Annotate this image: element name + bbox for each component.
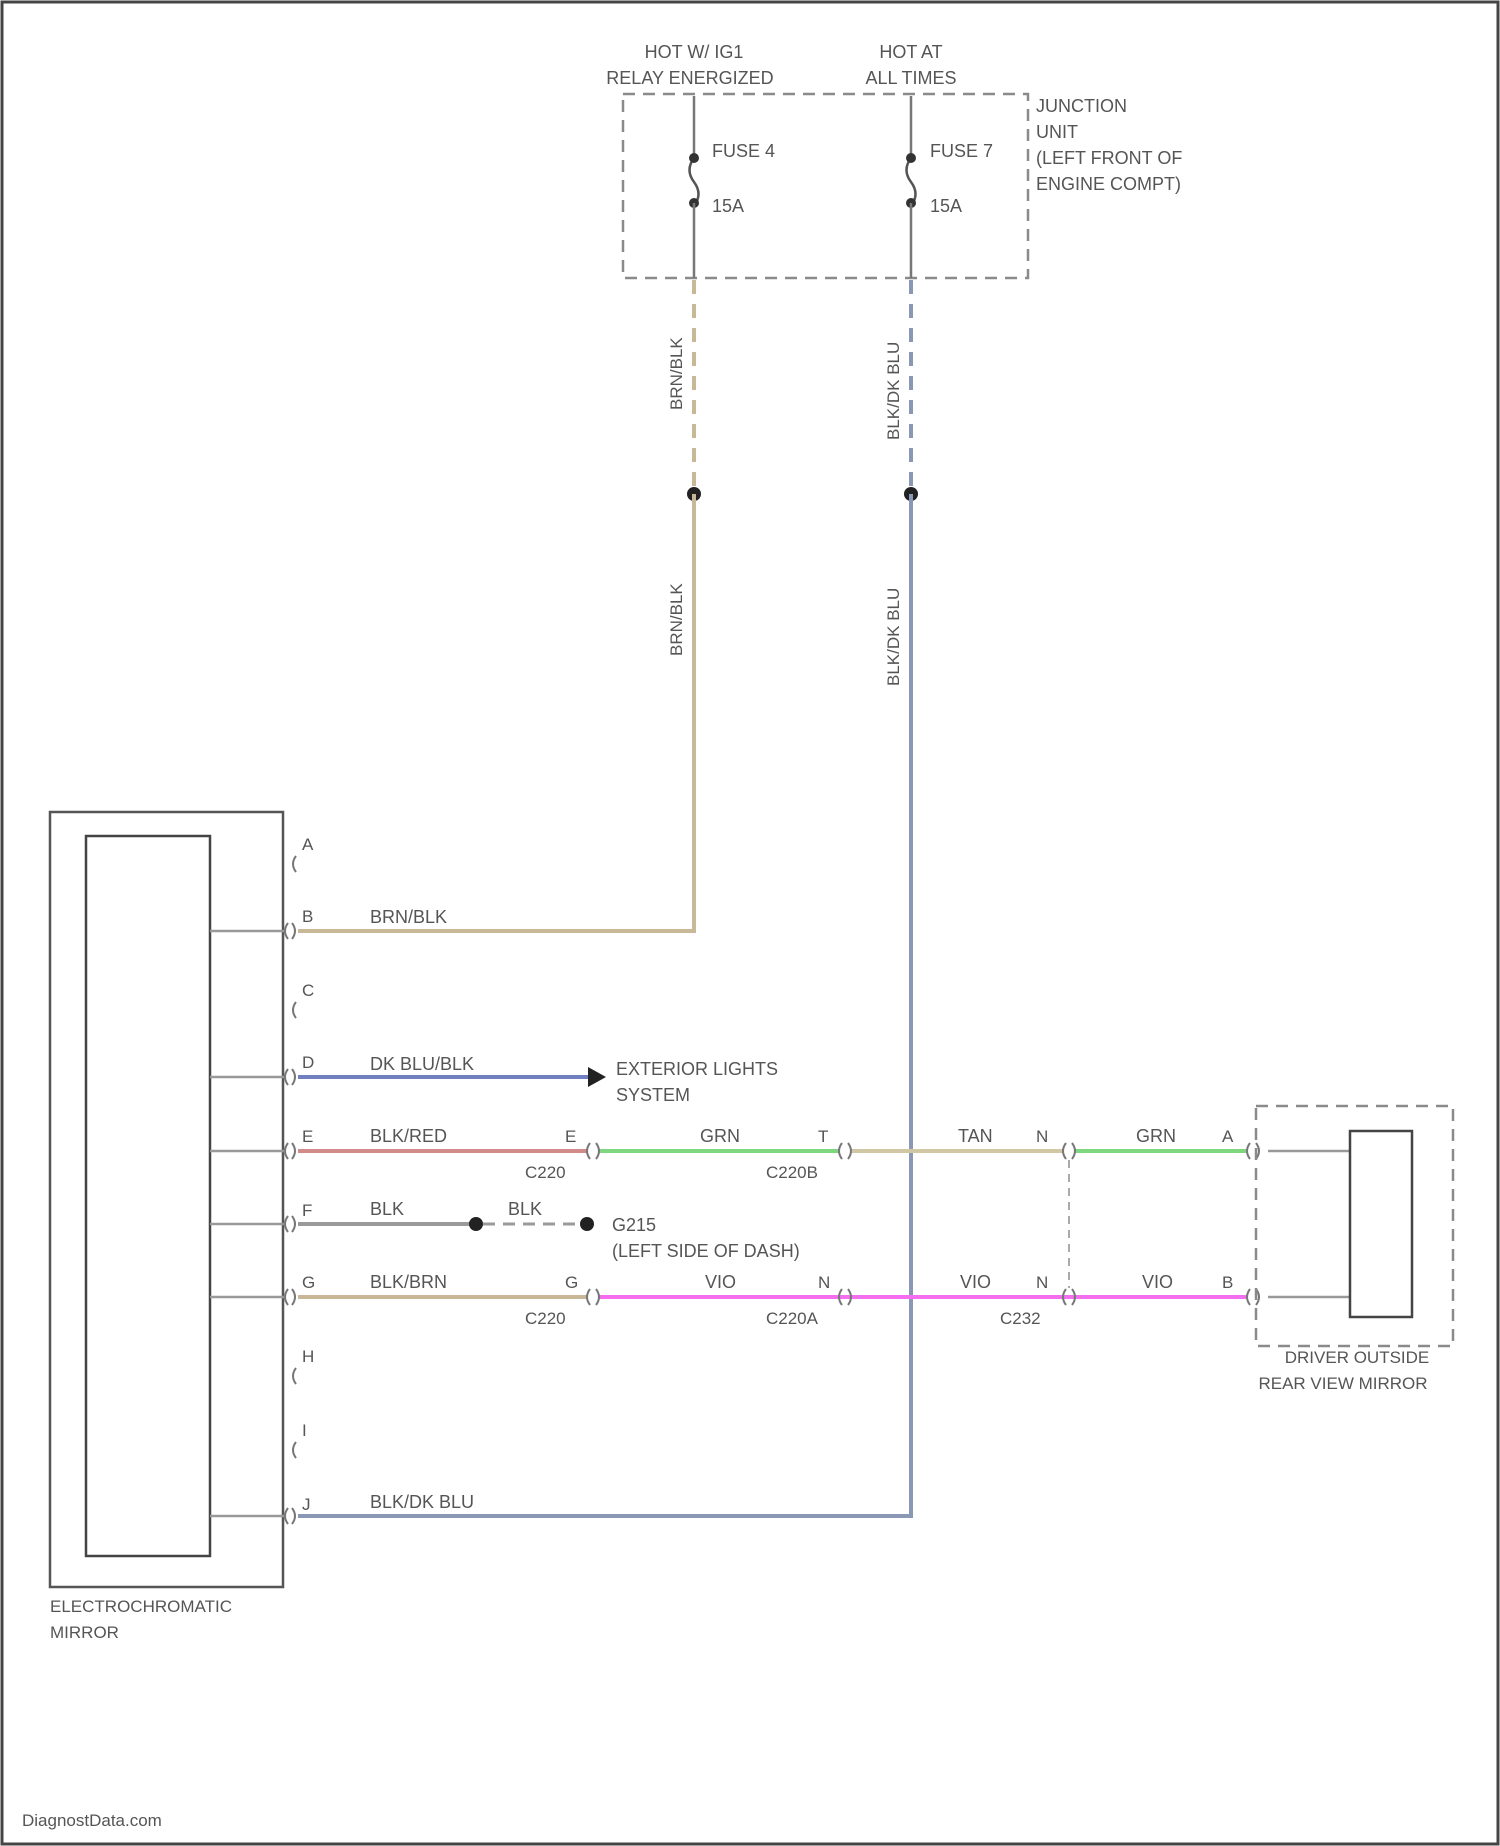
brn-blk-pin-b-label: BRN/BLK <box>370 907 447 927</box>
right-source-label-1: HOT AT <box>879 42 942 62</box>
c220a-g-pin: N <box>818 1273 830 1292</box>
pin-h-marker <box>293 1368 296 1384</box>
brn-blk-wire <box>298 494 694 931</box>
blk-dk-blu-wire <box>298 494 911 1516</box>
vio-label-2: VIO <box>960 1272 991 1292</box>
fuse-7-rating: 15A <box>930 196 962 216</box>
dk-blu-blk-label: DK BLU/BLK <box>370 1054 474 1074</box>
pin-h-label: H <box>302 1347 314 1366</box>
outside-mirror-module <box>1350 1131 1412 1317</box>
fuse-7-name: FUSE 7 <box>930 141 993 161</box>
c220b-e-name: C220B <box>766 1163 818 1182</box>
electrochromatic-mirror-label-2: MIRROR <box>50 1623 119 1642</box>
pin-i-marker <box>293 1442 296 1458</box>
junction-unit-label-1: JUNCTION <box>1036 96 1127 116</box>
exterior-lights-arrow-icon <box>588 1067 606 1087</box>
pin-g-label: G <box>302 1273 315 1292</box>
junction-unit-label-3: (LEFT FRONT OF <box>1036 148 1182 168</box>
exterior-lights-label-2: SYSTEM <box>616 1085 690 1105</box>
pin-f-label: F <box>302 1201 312 1220</box>
pin-e-connector <box>285 1143 295 1159</box>
c220-e-name: C220 <box>525 1163 566 1182</box>
blk-dk-blu-pin-j-label: BLK/DK BLU <box>370 1492 474 1512</box>
pin-c-label: C <box>302 981 314 1000</box>
pin-a-label: A <box>302 835 314 854</box>
g215-label: G215 <box>612 1215 656 1235</box>
pin-i-label: I <box>302 1421 307 1440</box>
fuse-4-terminal-top <box>689 153 699 163</box>
junction-unit-box <box>623 94 1028 278</box>
fuse-4-rating: 15A <box>712 196 744 216</box>
blk-brn-label: BLK/BRN <box>370 1272 447 1292</box>
electrochromatic-mirror-label-1: ELECTROCHROMATIC <box>50 1597 232 1616</box>
pin-g-connector <box>285 1289 295 1305</box>
vio-label-3: VIO <box>1142 1272 1173 1292</box>
pin-f-connector <box>285 1216 295 1232</box>
outside-mirror-box <box>1256 1106 1453 1346</box>
pin-d-label: D <box>302 1053 314 1072</box>
c232-e-connector <box>1063 1143 1075 1159</box>
mirror-b-pin: B <box>1222 1273 1233 1292</box>
c220-e-connector <box>587 1143 599 1159</box>
blk-dk-blu-vertical-label: BLK/DK BLU <box>884 588 903 686</box>
blk-ground-dashed-label: BLK <box>508 1199 542 1219</box>
blk-red-label: BLK/RED <box>370 1126 447 1146</box>
pin-b-connector <box>285 923 295 939</box>
junction-unit-label-2: UNIT <box>1036 122 1078 142</box>
pin-c-marker <box>293 1002 296 1018</box>
pin-e-label: E <box>302 1127 313 1146</box>
blk-ground-label: BLK <box>370 1199 404 1219</box>
blk-dk-blu-dashed-label: BLK/DK BLU <box>884 342 903 440</box>
c220b-e-connector <box>839 1143 851 1159</box>
outside-mirror-label-1: DRIVER OUTSIDE <box>1285 1348 1430 1367</box>
c220-g-connector <box>587 1289 599 1305</box>
fuse-7-terminal-top <box>906 153 916 163</box>
g215-location: (LEFT SIDE OF DASH) <box>612 1241 800 1261</box>
ground-splice <box>469 1217 483 1231</box>
left-source-label-2: RELAY ENERGIZED <box>606 68 773 88</box>
vio-label-1: VIO <box>705 1272 736 1292</box>
c220-g-name: C220 <box>525 1309 566 1328</box>
left-source-label-1: HOT W/ IG1 <box>645 42 744 62</box>
c220-e-pin: E <box>565 1127 576 1146</box>
grn-wire-1-label: GRN <box>700 1126 740 1146</box>
exterior-lights-label-1: EXTERIOR LIGHTS <box>616 1059 778 1079</box>
pin-a-marker <box>293 856 296 872</box>
pin-j-connector <box>285 1508 295 1524</box>
brn-blk-dashed-label: BRN/BLK <box>667 337 686 410</box>
c232-g-name: C232 <box>1000 1309 1041 1328</box>
tan-label: TAN <box>958 1126 993 1146</box>
watermark: DiagnostData.com <box>22 1811 162 1830</box>
mirror-a-pin: A <box>1222 1127 1234 1146</box>
pin-d-connector <box>285 1069 295 1085</box>
right-source-label-2: ALL TIMES <box>865 68 956 88</box>
brn-blk-vertical-label: BRN/BLK <box>667 583 686 656</box>
pin-j-label: J <box>302 1495 311 1514</box>
ground-icon <box>580 1217 594 1231</box>
grn-wire-2-label: GRN <box>1136 1126 1176 1146</box>
fuse-4-name: FUSE 4 <box>712 141 775 161</box>
electrochromatic-mirror-module <box>86 836 210 1556</box>
outside-mirror-label-2: REAR VIEW MIRROR <box>1258 1374 1427 1393</box>
junction-unit-label-4: ENGINE COMPT) <box>1036 174 1181 194</box>
c232-e-pin: N <box>1036 1127 1048 1146</box>
c220-g-pin: G <box>565 1273 578 1292</box>
pin-b-label: B <box>302 907 313 926</box>
c220a-g-name: C220A <box>766 1309 819 1328</box>
c232-g-pin: N <box>1036 1273 1048 1292</box>
c220b-e-pin: T <box>818 1127 828 1146</box>
